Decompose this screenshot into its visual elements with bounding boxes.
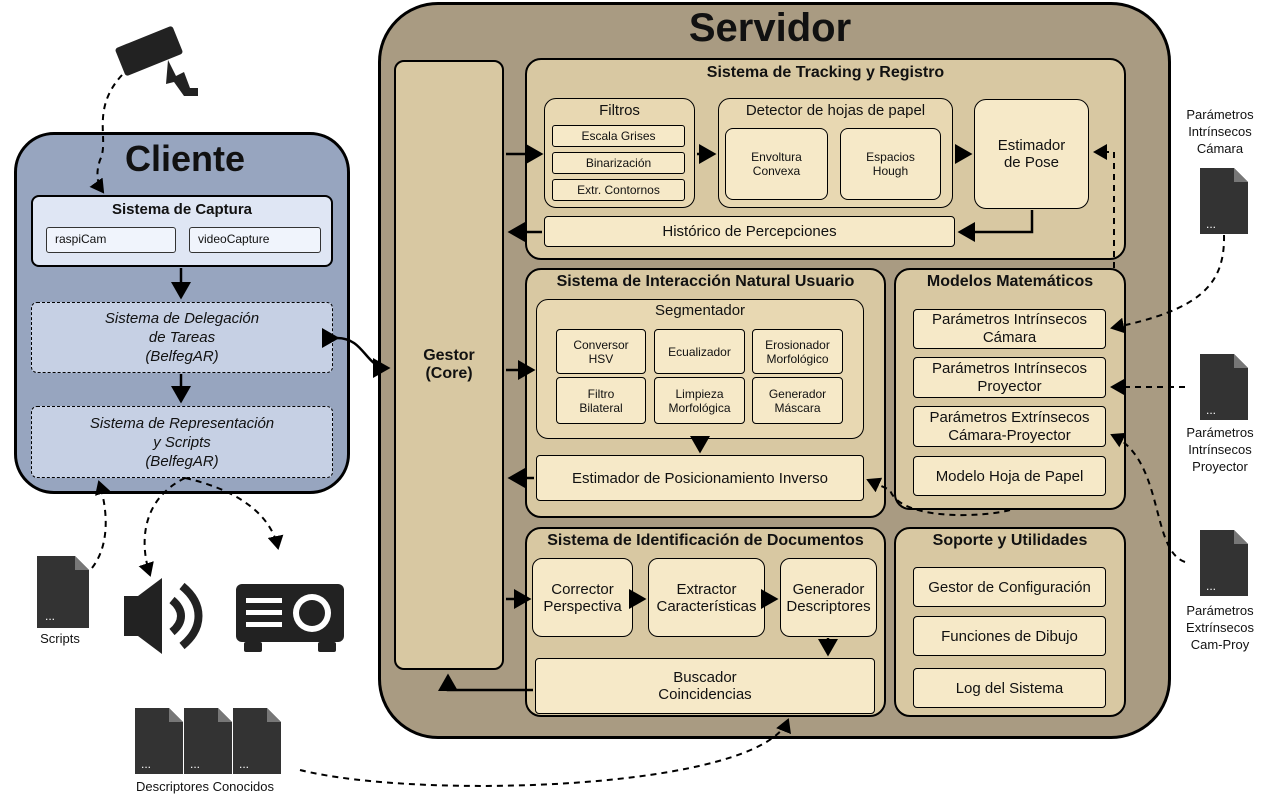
interaccion-title: Sistema de Interacción Natural Usuario	[556, 273, 855, 290]
dashed-scripts-representacion	[91, 480, 111, 569]
modelo-hoja-papel[interactable]: Modelo Hoja de Papel	[913, 456, 1106, 496]
filtro-escala-grises[interactable]: Escala Grises	[552, 125, 685, 147]
log-sistema[interactable]: Log del Sistema	[913, 668, 1106, 708]
svg-text:...: ...	[1206, 217, 1216, 231]
descriptores-conocidos-label: Descriptores Conocidos	[135, 778, 274, 794]
modelo-param-intrinsecos-camara[interactable]: Parámetros Intrínsecos Cámara	[913, 309, 1106, 349]
videocapture[interactable]: videoCapture	[189, 227, 321, 253]
estimador-posicionamiento-inverso[interactable]: Estimador de Posicionamiento Inverso	[536, 455, 864, 501]
scripts-label: Scripts	[40, 630, 80, 646]
camera-icon	[115, 26, 198, 96]
modelos-title: Modelos Matemáticos	[926, 273, 1094, 290]
envoltura-convexa[interactable]: Envoltura Convexa	[725, 128, 828, 200]
document-icon-param-proyector: ...	[1200, 354, 1248, 420]
document-icon-param-extrinsecos: ...	[1200, 530, 1248, 596]
ecualizador[interactable]: Ecualizador	[654, 329, 745, 374]
param-camara-label: Parámetros Intrínsecos Cámara	[1186, 106, 1254, 156]
historico-percepciones[interactable]: Histórico de Percepciones	[544, 216, 955, 247]
modelo-param-intrinsecos-proyector[interactable]: Parámetros Intrínsecos Proyector	[913, 357, 1106, 398]
erosionador-morfologico[interactable]: Erosionador Morfológico	[752, 329, 843, 374]
representacion-system[interactable]: Sistema de Representación y Scripts (Bel…	[31, 406, 333, 478]
tracking-title: Sistema de Tracking y Registro	[706, 64, 945, 81]
soporte-title: Soporte y Utilidades	[932, 532, 1088, 549]
funciones-dibujo[interactable]: Funciones de Dibujo	[913, 616, 1106, 656]
filtro-binarizacion[interactable]: Binarización	[552, 152, 685, 174]
filtro-extr-contornos[interactable]: Extr. Contornos	[552, 179, 685, 201]
corrector-perspectiva[interactable]: Corrector Perspectiva	[532, 558, 633, 637]
modelo-param-extrinsecos[interactable]: Parámetros Extrínsecos Cámara-Proyector	[913, 406, 1106, 447]
server-title: Servidor	[688, 5, 852, 50]
conversor-hsv[interactable]: Conversor HSV	[556, 329, 646, 374]
detector-title: Detector de hojas de papel	[745, 101, 926, 119]
estimador-pose[interactable]: Estimador de Pose	[974, 99, 1089, 209]
buscador-coincidencias[interactable]: Buscador Coincidencias	[535, 658, 875, 714]
client-title: Cliente	[124, 138, 246, 179]
raspicam[interactable]: raspiCam	[46, 227, 176, 253]
generador-mascara[interactable]: Generador Máscara	[752, 377, 843, 424]
generador-descriptores[interactable]: Generador Descriptores	[780, 558, 877, 637]
extractor-caracteristicas[interactable]: Extractor Características	[648, 558, 765, 637]
segmentador-title: Segmentador	[654, 301, 746, 319]
svg-text:...: ...	[141, 757, 151, 771]
identificacion-title: Sistema de Identificación de Documentos	[547, 532, 864, 549]
document-icon: ...	[37, 556, 89, 628]
document-icon-param-camara: ...	[1200, 168, 1248, 234]
gestor-configuracion[interactable]: Gestor de Configuración	[913, 567, 1106, 607]
document-icon-descriptores-3: ...	[233, 708, 281, 774]
speaker-icon	[124, 578, 203, 654]
projector-icon	[236, 584, 344, 652]
param-extrinsecos-label: Parámetros Extrínsecos Cam-Proy	[1186, 602, 1254, 652]
espacios-hough[interactable]: Espacios Hough	[840, 128, 941, 200]
delegacion-system[interactable]: Sistema de Delegación de Tareas (BelfegA…	[31, 302, 333, 373]
svg-text:...: ...	[45, 609, 55, 623]
captura-title: Sistema de Captura	[111, 200, 253, 218]
document-icon-descriptores-1: ...	[135, 708, 183, 774]
svg-text:...: ...	[1206, 579, 1216, 593]
filtro-bilateral[interactable]: Filtro Bilateral	[556, 377, 646, 424]
gestor-core[interactable]: Gestor (Core)	[394, 60, 504, 670]
filtros-title: Filtros	[599, 101, 640, 119]
param-proyector-label: Parámetros Intrínsecos Proyector	[1186, 424, 1254, 474]
svg-text:...: ...	[1206, 403, 1216, 417]
svg-text:...: ...	[190, 757, 200, 771]
document-icon-descriptores-2: ...	[184, 708, 232, 774]
svg-text:...: ...	[239, 757, 249, 771]
limpieza-morfologica[interactable]: Limpieza Morfológica	[654, 377, 745, 424]
